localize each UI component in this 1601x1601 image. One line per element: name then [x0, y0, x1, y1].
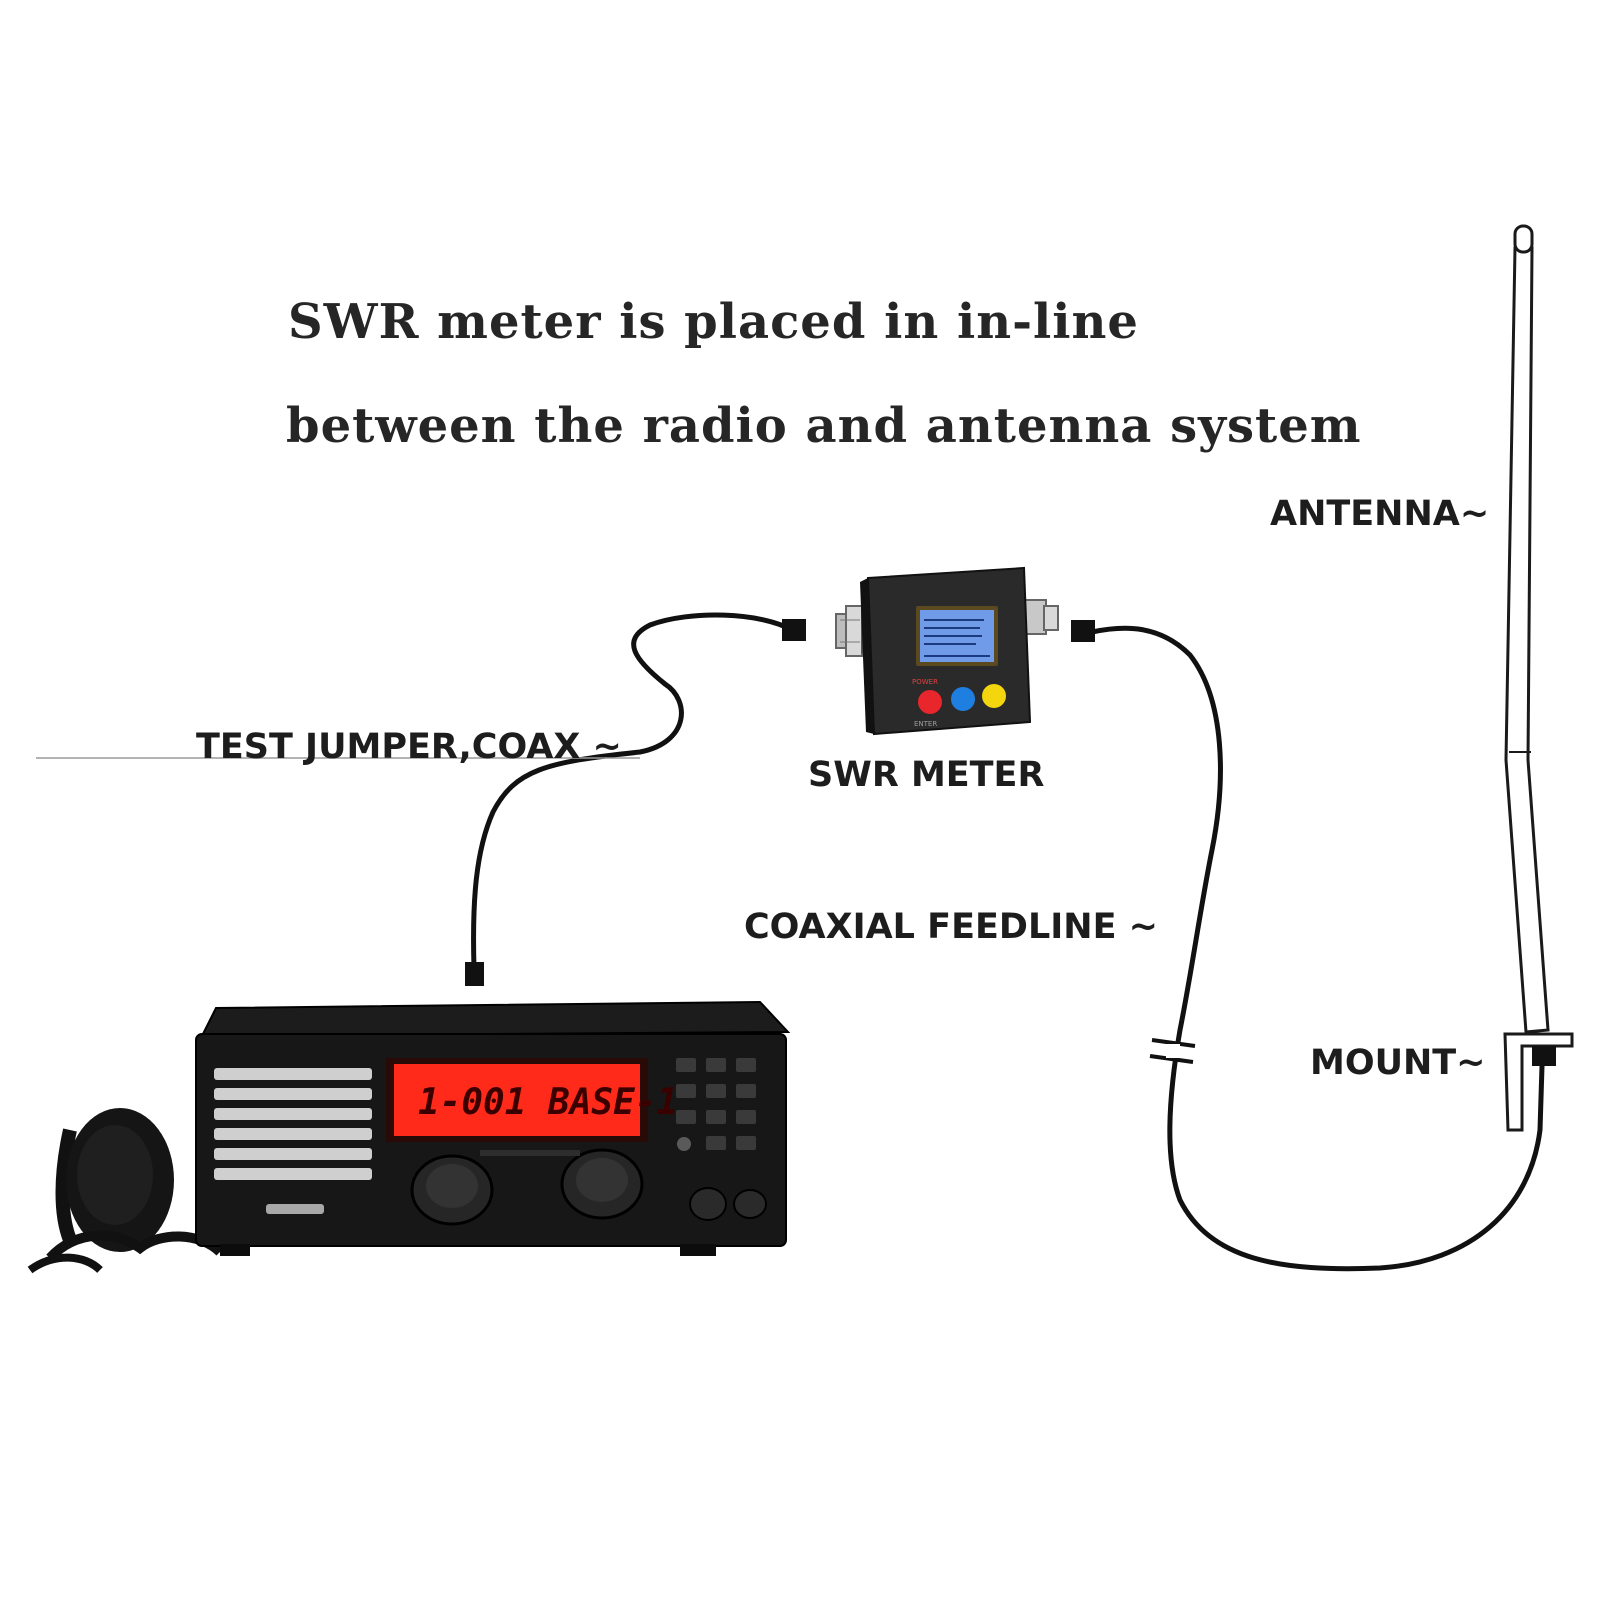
caption-line-1: SWR meter is placed in in-line — [288, 294, 1139, 350]
key[interactable] — [736, 1058, 756, 1072]
key[interactable] — [676, 1110, 696, 1124]
swr-meter-device: POWER ENTER — [835, 566, 1059, 736]
microphone — [27, 1108, 224, 1274]
key[interactable] — [706, 1136, 726, 1150]
antenna-label: ANTENNA~ — [1270, 494, 1489, 534]
key[interactable] — [736, 1110, 756, 1124]
feedline-plug-meter — [1071, 620, 1095, 642]
key[interactable] — [736, 1136, 756, 1150]
swr-screen — [916, 606, 998, 666]
swr-plus-button[interactable] — [982, 684, 1006, 708]
coaxial-feedline-cable — [1089, 625, 1545, 1272]
key[interactable] — [706, 1058, 726, 1072]
swr-power-button[interactable] — [918, 690, 942, 714]
jumper-plug-meter — [782, 619, 806, 641]
swr-minus-button[interactable] — [951, 687, 975, 711]
key[interactable] — [706, 1110, 726, 1124]
key[interactable] — [706, 1084, 726, 1098]
feedline-coupler — [1149, 1038, 1196, 1064]
radio-keypad — [676, 1058, 756, 1151]
key[interactable] — [736, 1084, 756, 1098]
mount-label: MOUNT~ — [1310, 1043, 1486, 1083]
swr-enter-key-label: ENTER — [914, 720, 937, 728]
swr-meter-label: SWR METER — [808, 755, 1044, 795]
key[interactable] — [677, 1137, 691, 1151]
antenna — [1504, 224, 1550, 1034]
antenna-mount — [1503, 1032, 1574, 1132]
small-knob[interactable] — [689, 1187, 727, 1221]
test-jumper-label: TEST JUMPER,COAX ~ — [196, 727, 622, 767]
key[interactable] — [676, 1084, 696, 1098]
radio-display: 1-001 BASE-1 — [386, 1058, 678, 1142]
small-knob[interactable] — [733, 1189, 767, 1219]
test-jumper-cable — [471, 612, 795, 971]
swr-output-connector — [1023, 599, 1059, 635]
jumper-plug-radio — [465, 962, 484, 986]
speaker-grille — [214, 1068, 372, 1180]
key[interactable] — [676, 1058, 696, 1072]
caption-line-2: between the radio and antenna system — [286, 398, 1362, 454]
radio-knobs — [410, 1148, 767, 1226]
coaxial-feedline-label: COAXIAL FEEDLINE ~ — [744, 907, 1158, 947]
radio-transceiver: 1-001 BASE-1 — [27, 1000, 791, 1274]
radio-display-text: 1-001 BASE-1 — [418, 1082, 678, 1123]
swr-power-key-label: POWER — [912, 678, 938, 686]
